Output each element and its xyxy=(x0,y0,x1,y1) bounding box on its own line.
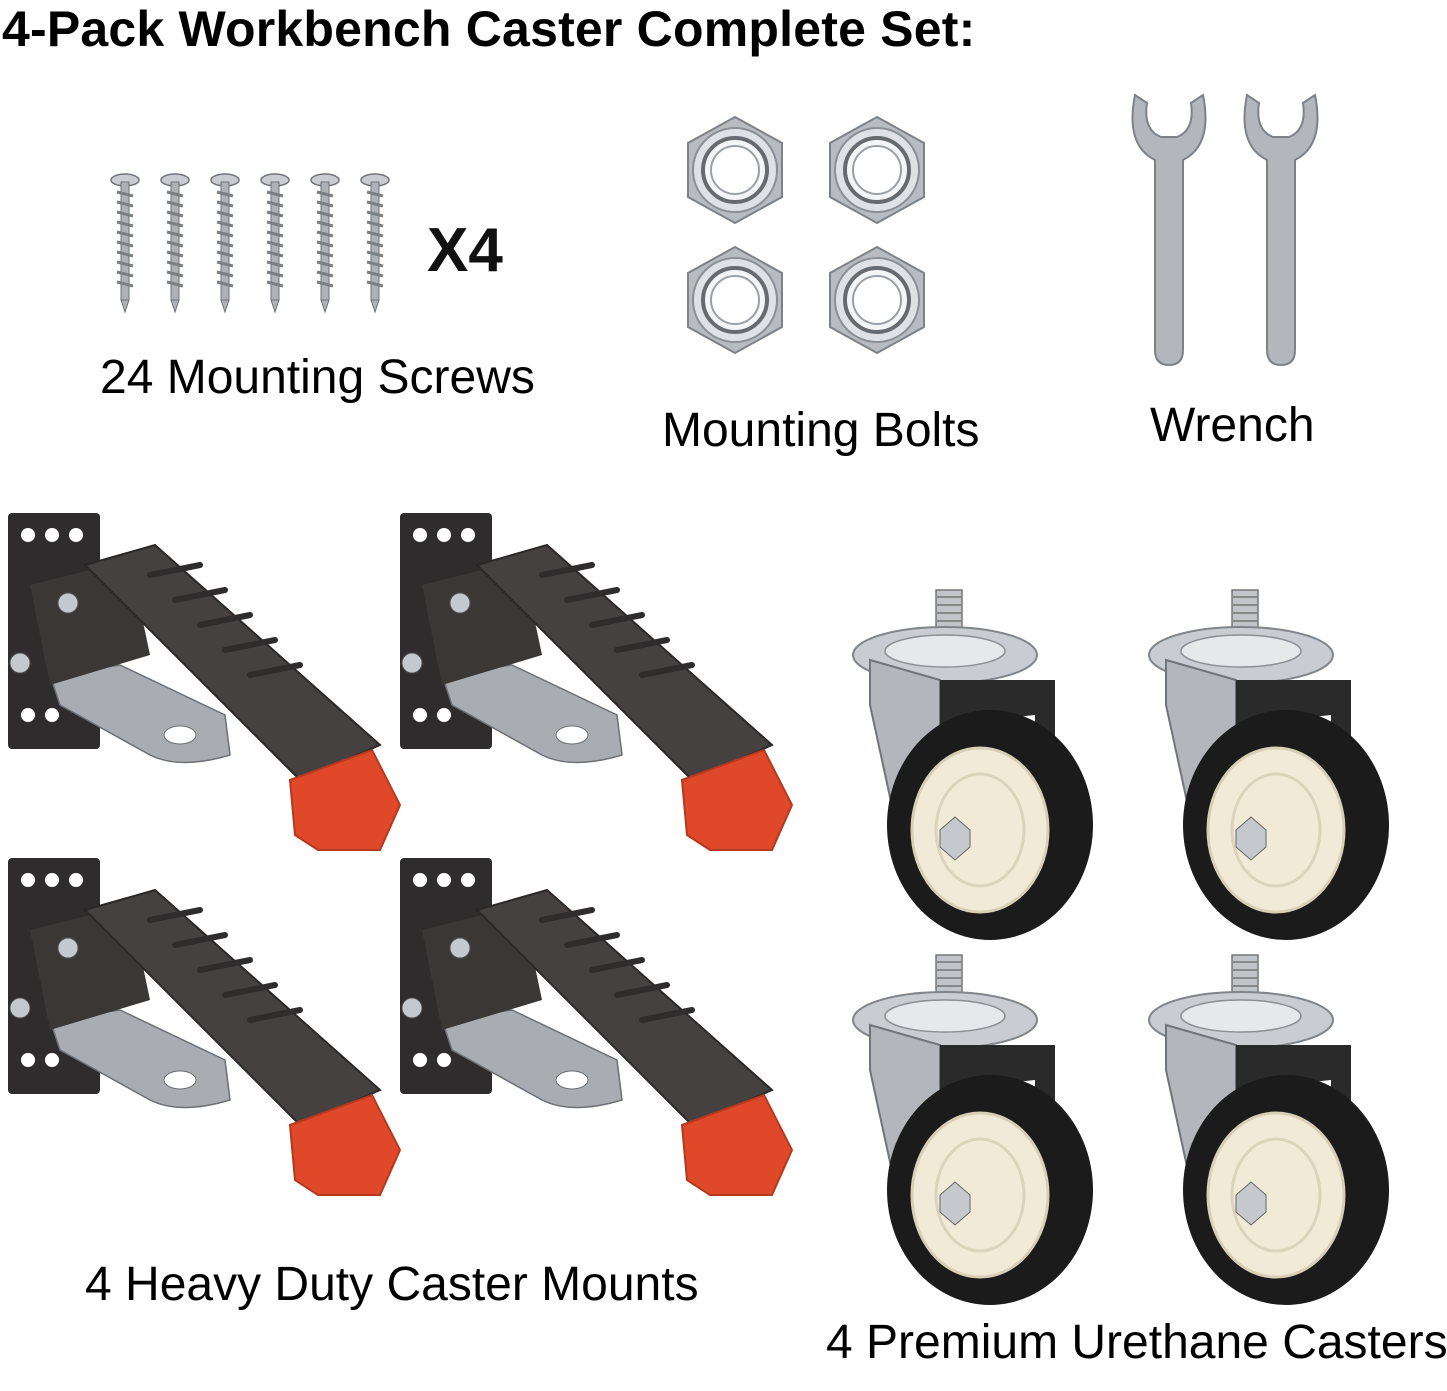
screws-illustration xyxy=(109,172,391,314)
screws-caption: 24 Mounting Screws xyxy=(100,351,535,404)
casters-caption: 4 Premium Urethane Casters xyxy=(826,1316,1447,1369)
bolts-caption: Mounting Bolts xyxy=(662,404,980,457)
caster-mounts-illustration xyxy=(0,505,800,1205)
screws-group: X4 24 Mounting Screws xyxy=(95,160,545,410)
casters-group: 4 Premium Urethane Casters xyxy=(820,585,1447,1391)
mounts-caption: 4 Heavy Duty Caster Mounts xyxy=(85,1258,699,1311)
page-title: 4-Pack Workbench Caster Complete Set: xyxy=(2,1,976,57)
wrench-group: Wrench xyxy=(1120,85,1340,455)
wrench-illustration xyxy=(1131,94,1319,366)
screws-multiplier: X4 xyxy=(427,216,503,285)
casters-illustration xyxy=(851,588,1391,1307)
wrench-caption: Wrench xyxy=(1150,399,1315,452)
bolts-group: Mounting Bolts xyxy=(660,115,990,460)
nuts-illustration xyxy=(686,115,926,355)
mounts-group: 4 Heavy Duty Caster Mounts xyxy=(0,505,800,1320)
